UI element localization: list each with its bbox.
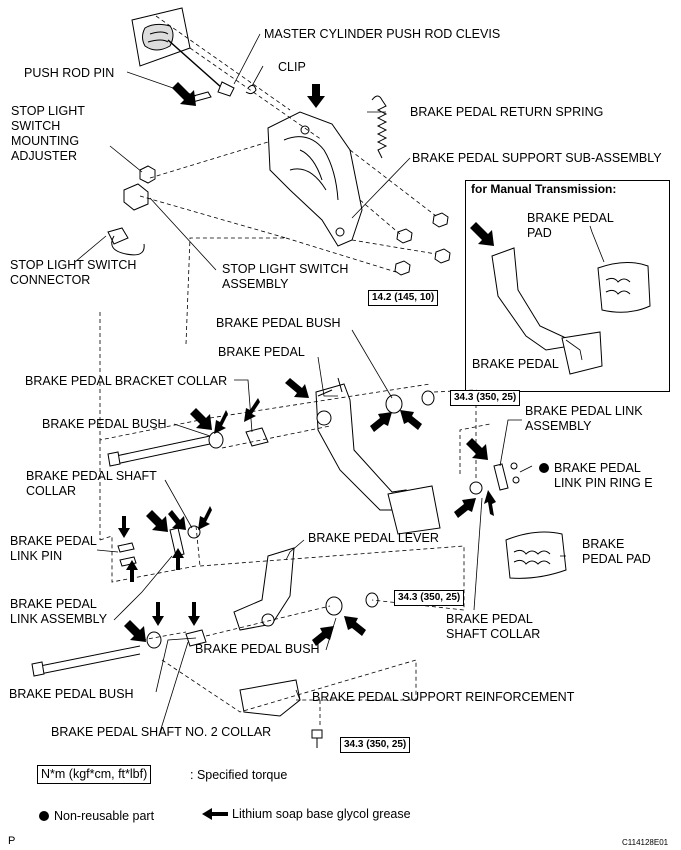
label-bush-top: BRAKE PEDAL BUSH	[216, 316, 341, 330]
label-shaft-collar-right: BRAKE PEDAL SHAFT COLLAR	[446, 612, 541, 641]
label-return-spring: BRAKE PEDAL RETURN SPRING	[410, 105, 604, 119]
label-pedal-lever: BRAKE PEDAL LEVER	[308, 531, 439, 545]
label-support-reinforcement: BRAKE PEDAL SUPPORT REINFORCEMENT	[312, 690, 575, 704]
link-parts	[117, 462, 520, 567]
pedal-pad-right	[505, 531, 567, 579]
label-link-pin: BRAKE PEDAL LINK PIN	[10, 534, 97, 563]
legend-unit-text: : Specified torque	[190, 768, 288, 782]
clip	[245, 84, 257, 95]
legend-unit-box: N*m (kgf*cm, ft*lbf)	[37, 765, 152, 784]
non-reusable-dots	[39, 463, 549, 821]
legend-grease: Lithium soap base glycol grease	[232, 807, 411, 821]
grease-arrows	[118, 82, 496, 820]
torque-box-3: 34.3 (350, 25)	[394, 590, 465, 606]
brake-pedal-part	[315, 377, 441, 535]
footer-right-code: C114128E01	[622, 838, 669, 847]
label-shaft-no2-collar: BRAKE PEDAL SHAFT NO. 2 COLLAR	[51, 725, 272, 739]
label-stop-light-connector: STOP LIGHT SWITCH CONNECTOR	[10, 258, 137, 287]
stop-light-connector	[107, 227, 145, 256]
manual-transmission-frame	[465, 180, 670, 392]
label-shaft-collar-left: BRAKE PEDAL SHAFT COLLAR	[26, 469, 157, 498]
torque-box-4: 34.3 (350, 25)	[340, 737, 411, 753]
stop-light-adjuster	[139, 165, 156, 184]
label-pedal-pad-right: BRAKE PEDAL PAD	[582, 537, 651, 566]
label-stop-light-adjuster: STOP LIGHT SWITCH MOUNTING ADJUSTER	[11, 104, 85, 163]
label-master-cylinder-clevis: MASTER CYLINDER PUSH ROD CLEVIS	[264, 27, 501, 41]
torque-box-2: 34.3 (350, 25)	[450, 390, 521, 406]
label-stop-light-assembly: STOP LIGHT SWITCH ASSEMBLY	[222, 262, 349, 291]
support-reinforcement-part	[239, 679, 301, 717]
label-brake-pedal: BRAKE PEDAL	[218, 345, 305, 359]
label-support-sub-assembly: BRAKE PEDAL SUPPORT SUB-ASSEMBLY	[412, 151, 662, 165]
label-link-assembly-left: BRAKE PEDAL LINK ASSEMBLY	[10, 597, 108, 626]
label-bracket-collar: BRAKE PEDAL BRACKET COLLAR	[25, 374, 228, 388]
label-push-rod-pin: PUSH ROD PIN	[24, 66, 115, 80]
mt-pad-label: BRAKE PEDAL PAD	[527, 211, 614, 240]
legend-non-reusable: Non-reusable part	[54, 809, 155, 823]
bolts	[31, 435, 323, 748]
stop-light-switch	[123, 183, 149, 211]
label-clip: CLIP	[278, 60, 306, 74]
mt-pedal-part	[491, 247, 651, 375]
label-bush-left: BRAKE PEDAL BUSH	[42, 417, 167, 431]
nuts	[394, 212, 451, 276]
footer-left-code: P	[8, 835, 16, 847]
mt-title: for Manual Transmission:	[471, 182, 617, 196]
pedal-lever-part	[233, 547, 295, 631]
mt-pedal-label: BRAKE PEDAL	[472, 357, 559, 371]
torque-box-1: 14.2 (145, 10)	[368, 290, 439, 306]
return-spring	[371, 95, 388, 159]
label-bush-bottom: BRAKE PEDAL BUSH	[9, 687, 134, 701]
label-link-assembly-right: BRAKE PEDAL LINK ASSEMBLY	[525, 404, 643, 433]
master-cylinder	[131, 7, 235, 97]
label-bush-lower: BRAKE PEDAL BUSH	[195, 642, 320, 656]
support-sub-assembly	[267, 111, 363, 247]
label-link-pin-ring-e: BRAKE PEDAL LINK PIN RING E	[554, 461, 653, 490]
